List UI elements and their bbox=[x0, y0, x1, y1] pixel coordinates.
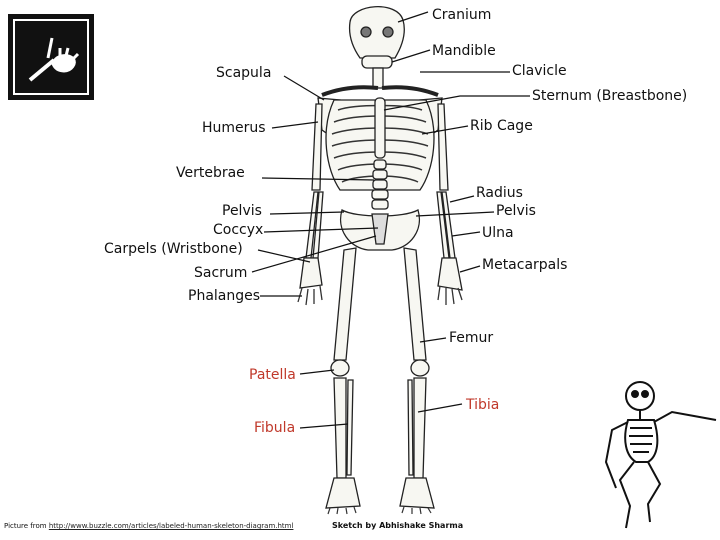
label-ulna: Ulna bbox=[482, 225, 514, 241]
tibia-bone bbox=[333, 377, 347, 479]
label-tibia: Tibia bbox=[466, 397, 500, 413]
leader-radius bbox=[449, 195, 475, 203]
humerus-bone bbox=[311, 103, 323, 191]
leader-coccyx bbox=[263, 227, 379, 233]
leader-femur bbox=[419, 337, 447, 343]
leader-mandible bbox=[391, 49, 431, 63]
label-pelvis-right: Pelvis bbox=[496, 203, 536, 219]
label-pelvis-left: Pelvis bbox=[222, 203, 262, 219]
leader-carpels bbox=[257, 249, 311, 263]
leader-tibia bbox=[417, 403, 463, 413]
leader-pelvis-left bbox=[269, 211, 345, 215]
left-foot bbox=[325, 477, 361, 509]
label-sternum: Sternum (Breastbone) bbox=[532, 88, 688, 104]
label-patella: Patella bbox=[249, 367, 296, 383]
label-cranium: Cranium bbox=[432, 7, 492, 23]
label-clavicle: Clavicle bbox=[512, 63, 567, 79]
patella-bone bbox=[330, 359, 350, 377]
leader-fibula bbox=[299, 423, 349, 429]
mandible-bone bbox=[361, 55, 393, 69]
sternum-bone bbox=[374, 97, 386, 159]
clavicle-bone bbox=[321, 85, 379, 97]
leader-rib-cage bbox=[421, 125, 469, 135]
vertebrae-column bbox=[371, 159, 389, 210]
leader-patella bbox=[299, 369, 335, 375]
label-radius: Radius bbox=[476, 185, 523, 201]
leader-cranium bbox=[397, 11, 429, 23]
leader-sternum bbox=[383, 95, 530, 111]
label-carpels: Carpels (Wristbone) bbox=[104, 241, 243, 257]
label-humerus: Humerus bbox=[202, 120, 266, 136]
left-hand bbox=[299, 257, 323, 289]
right-hand bbox=[437, 257, 463, 291]
source-link[interactable]: http://www.buzzle.com/articles/labeled-h… bbox=[48, 522, 294, 530]
label-coccyx: Coccyx bbox=[213, 222, 264, 238]
label-phalanges: Phalanges bbox=[188, 288, 261, 304]
label-rib-cage: Rib Cage bbox=[470, 118, 533, 134]
leader-scapula bbox=[283, 75, 325, 101]
leader-ulna bbox=[451, 231, 481, 237]
cranium-bone bbox=[348, 6, 405, 59]
label-vertebrae: Vertebrae bbox=[176, 165, 245, 181]
leader-pelvis-right bbox=[415, 211, 495, 217]
sketch-credit: Sketch by Abhishake Sharma bbox=[332, 521, 464, 530]
source-caption: Picture from http://www.buzzle.com/artic… bbox=[4, 522, 293, 530]
leader-humerus bbox=[271, 121, 319, 129]
source-prefix: Picture from bbox=[4, 522, 49, 530]
dancing-skeleton-icon bbox=[604, 381, 717, 529]
leader-vertebrae bbox=[261, 177, 375, 181]
leader-metacarpals bbox=[459, 265, 481, 273]
label-femur: Femur bbox=[449, 330, 494, 346]
right-foot bbox=[399, 477, 435, 509]
logo-box bbox=[8, 14, 94, 100]
label-fibula: Fibula bbox=[254, 420, 296, 436]
leader-sacrum bbox=[251, 235, 377, 273]
skeleton-hand-icon bbox=[13, 19, 89, 95]
fibula-bone bbox=[346, 379, 354, 476]
label-scapula: Scapula bbox=[216, 65, 272, 81]
label-sacrum: Sacrum bbox=[194, 265, 248, 281]
label-metacarpals: Metacarpals bbox=[482, 257, 568, 273]
label-mandible: Mandible bbox=[432, 43, 496, 59]
femur-bone bbox=[333, 247, 357, 361]
